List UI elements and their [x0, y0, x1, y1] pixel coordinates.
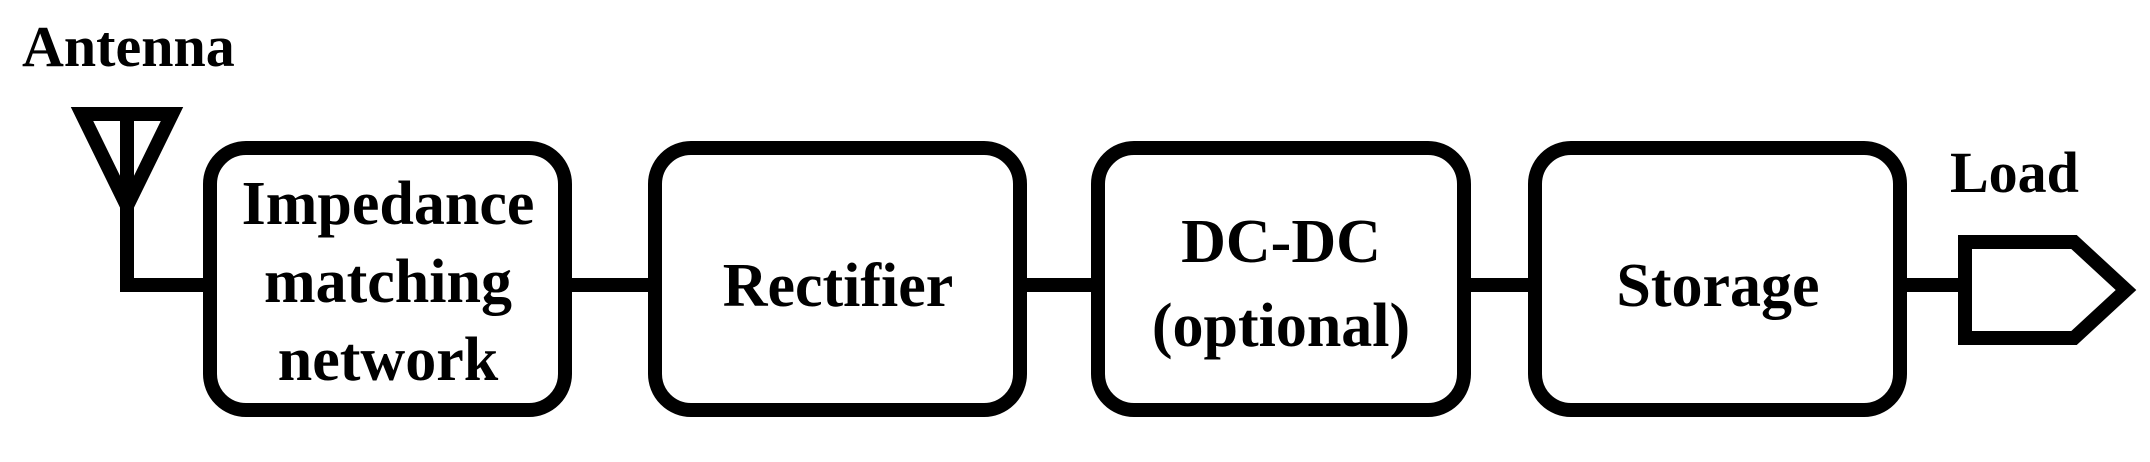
block-label-line: matching — [264, 248, 512, 316]
load-label: Load — [1950, 140, 2079, 205]
block-label-line: Impedance — [242, 170, 535, 238]
dc-dc-block: DC-DC (optional) — [1091, 141, 1471, 417]
storage-block: Storage — [1528, 141, 1907, 417]
load-icon — [1958, 235, 2137, 345]
block-label-line: DC-DC — [1181, 208, 1381, 276]
block-label-line: Rectifier — [723, 252, 954, 320]
block-label-line: network — [278, 326, 499, 394]
rectifier-block: Rectifier — [648, 141, 1027, 417]
block-label-line: Storage — [1616, 252, 1819, 320]
block-label-line: (optional) — [1152, 292, 1410, 360]
antenna-icon — [70, 107, 217, 292]
antenna-label: Antenna — [22, 14, 235, 79]
impedance-matching-network-block: Impedance matching network — [203, 141, 572, 417]
